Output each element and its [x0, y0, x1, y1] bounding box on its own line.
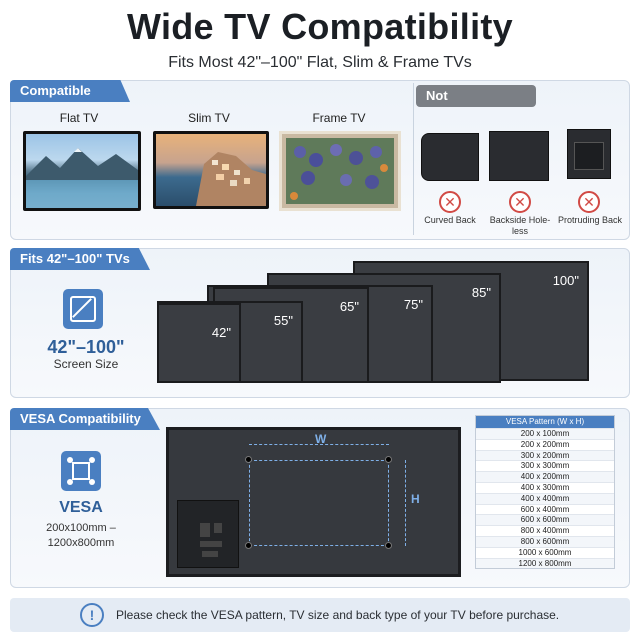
compatible-tag: Compatible With — [10, 80, 130, 102]
vesa-range-line2: 1200x800mm — [47, 537, 115, 549]
page-title: Wide TV Compatibility — [127, 6, 513, 47]
height-label: H — [411, 492, 420, 506]
vesa-pattern-row: 400 x 300mm — [476, 481, 614, 493]
vesa-pattern-row: 600 x 600mm — [476, 514, 614, 526]
info-icon: ! — [80, 603, 104, 627]
vesa-panel: VESA Compatibility VESA 200x100mm – 1200… — [10, 408, 630, 588]
vesa-pattern-rect — [249, 460, 389, 546]
mountain-lake-art — [26, 148, 138, 208]
footer-notice: ! Please check the VESA pattern, TV size… — [10, 598, 630, 632]
mount-hole — [245, 542, 252, 549]
vesa-pattern-row: 600 x 400mm — [476, 503, 614, 515]
vesa-pattern-row: 200 x 100mm — [476, 428, 614, 439]
frame-tv-label: Frame TV — [312, 111, 366, 125]
not-compatible-x-icon: ✕ — [439, 191, 461, 213]
vesa-title: VESA — [59, 499, 103, 516]
mount-hole — [385, 542, 392, 549]
page-subtitle: Fits Most 42"–100" Flat, Slim & Frame TV… — [168, 54, 472, 71]
divider — [413, 83, 414, 235]
vesa-table-header: VESA Pattern (W x H) — [476, 416, 614, 428]
sizes-tag: Fits 42"–100" TVs — [10, 248, 150, 270]
curved-back-label: Curved Back — [424, 215, 476, 225]
vesa-pattern-row: 400 x 400mm — [476, 492, 614, 504]
iris-painting-art — [286, 138, 394, 204]
width-label: W — [315, 432, 327, 446]
backside-holeless-label: Backside Hole-less — [489, 215, 551, 236]
tv-size-label: 42" — [211, 325, 231, 340]
width-dimension-line — [249, 444, 389, 445]
vesa-pattern-row: 300 x 200mm — [476, 449, 614, 461]
size-caption: Screen Size — [53, 357, 119, 371]
slim-tv-image — [153, 131, 269, 209]
vesa-pattern-row: 1000 x 600mm — [476, 546, 614, 558]
tv-42: 42" — [157, 303, 241, 383]
coastal-town-art — [196, 152, 266, 206]
height-dimension-line — [405, 460, 406, 546]
ports-panel — [177, 500, 239, 568]
tv-size-label: 75" — [403, 297, 423, 312]
not-compatible-x-icon: ✕ — [509, 191, 531, 213]
tv-size-label: 55" — [273, 313, 293, 328]
vesa-pattern-row: 1200 x 800mm — [476, 557, 614, 569]
not-compatible-tag: Not Compatible — [416, 85, 536, 107]
vesa-tag: VESA Compatibility — [10, 408, 160, 430]
flat-tv-image — [23, 131, 141, 211]
protruding-back-label: Protruding Back — [557, 215, 623, 225]
sizes-panel: Fits 42"–100" TVs 42"–100" Screen Size 1… — [10, 248, 630, 398]
flat-tv-label: Flat TV — [59, 111, 99, 125]
tv-size-label: 100" — [552, 273, 579, 288]
not-compatible-x-icon: ✕ — [578, 191, 600, 213]
vesa-pattern-row: 800 x 400mm — [476, 525, 614, 536]
expand-size-icon — [63, 289, 103, 329]
vesa-pattern-row: 400 x 200mm — [476, 471, 614, 482]
frame-tv-image — [279, 131, 401, 211]
vesa-icon — [61, 451, 101, 491]
compatibility-panel: Compatible With Not Compatible Flat TV S… — [10, 80, 630, 240]
vesa-pattern-row: 200 x 200mm — [476, 438, 614, 450]
vesa-pattern-row: 800 x 600mm — [476, 535, 614, 547]
protruding-back-tv-image — [567, 129, 611, 179]
slim-tv-label: Slim TV — [188, 111, 230, 125]
tv-size-label: 85" — [471, 285, 491, 300]
footer-text: Please check the VESA pattern, TV size a… — [116, 608, 560, 622]
curved-back-tv-image — [421, 133, 479, 181]
vesa-pattern-row: 300 x 300mm — [476, 460, 614, 471]
tv-back-diagram: W H — [166, 427, 461, 577]
mount-hole — [245, 456, 252, 463]
vesa-range-line1: 200x100mm – — [46, 522, 116, 534]
holeless-tv-image — [489, 131, 549, 181]
mount-hole — [385, 456, 392, 463]
tv-size-label: 65" — [339, 299, 359, 314]
size-range: 42"–100" — [47, 337, 125, 357]
